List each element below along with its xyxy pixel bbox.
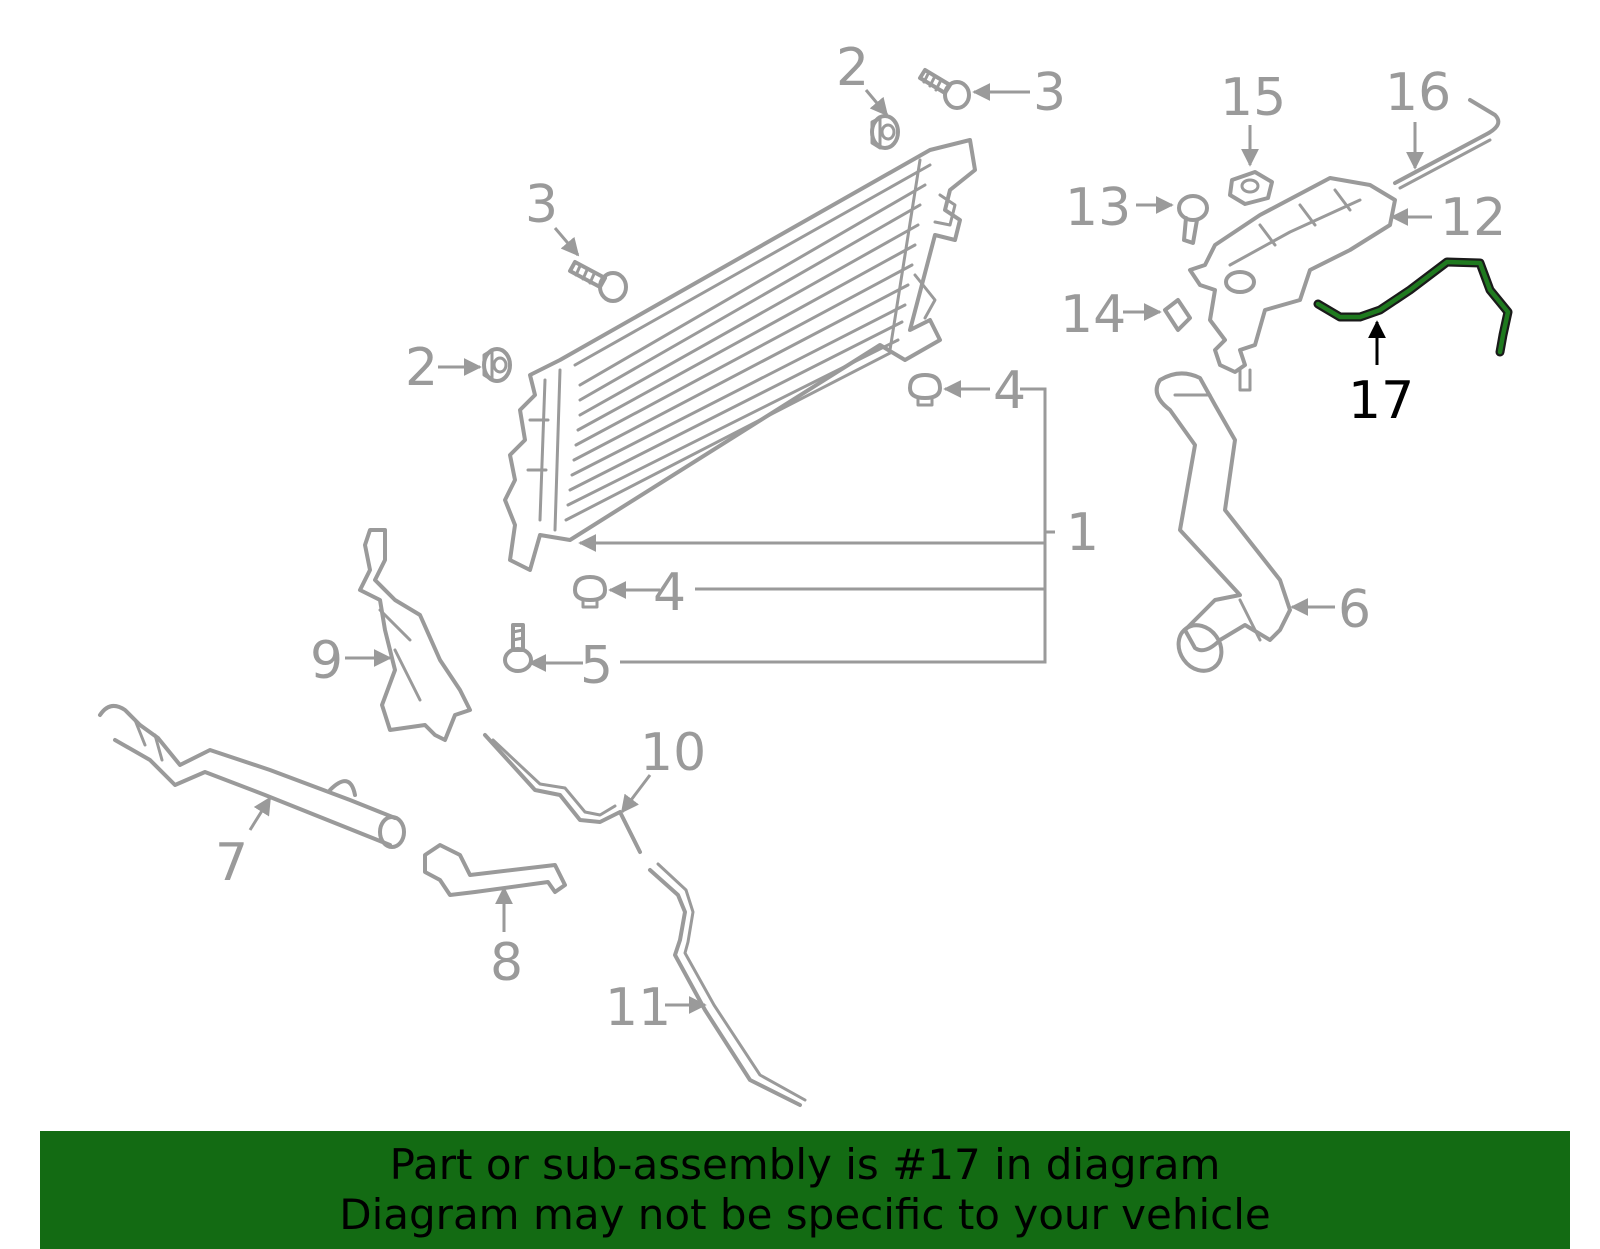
callout-4-upper: 4: [993, 361, 1026, 421]
bracket-part-9: [358, 528, 472, 742]
callout-2-upper: 2: [836, 38, 869, 98]
callout-17: 17: [1348, 371, 1414, 431]
bolt-part-5: [503, 623, 533, 673]
hose-part-17-highlighted: [1313, 257, 1513, 357]
callout-14: 14: [1060, 285, 1126, 345]
hose-part-8: [423, 843, 567, 897]
nut-part-2-left: [482, 347, 512, 383]
callout-2-left: 2: [405, 338, 438, 398]
callout-5: 5: [580, 636, 613, 696]
callout-7: 7: [215, 833, 248, 893]
callout-16: 16: [1385, 63, 1451, 123]
callout-12: 12: [1440, 188, 1506, 248]
callout-11: 11: [605, 978, 671, 1038]
tube-part-11: [648, 862, 807, 1107]
grommet-part-4-lower: [573, 575, 607, 609]
callout-1: 1: [1066, 503, 1099, 563]
reservoir-part-12: [1188, 176, 1397, 392]
clip-part-14: [1163, 298, 1192, 332]
hose-part-6: [1154, 371, 1292, 673]
callout-9: 9: [310, 631, 343, 691]
callout-labels: 2 3 3 2 4 1 4 5 6 9 10 7 8 11 15 16 13 1…: [215, 38, 1506, 1038]
callout-6: 6: [1338, 580, 1371, 640]
grommet-part-4-upper: [908, 373, 942, 407]
callout-15: 15: [1220, 68, 1286, 128]
callout-8: 8: [490, 933, 523, 993]
cap-part-15: [1228, 170, 1274, 206]
bolt-part-3-left: [568, 260, 628, 303]
info-banner: Part or sub-assembly is #17 in diagram D…: [40, 1131, 1570, 1249]
banner-line-1: Part or sub-assembly is #17 in diagram: [389, 1140, 1221, 1189]
bolt-part-13: [1177, 194, 1209, 245]
callout-13: 13: [1065, 178, 1131, 238]
callout-10: 10: [640, 723, 706, 783]
nut-part-2-upper: [870, 114, 900, 150]
callout-3-left: 3: [525, 175, 558, 235]
tube-part-16: [1393, 98, 1501, 190]
radiator-part-1: [503, 138, 977, 572]
bolt-part-3-upper: [918, 68, 971, 110]
banner-line-2: Diagram may not be specific to your vehi…: [339, 1190, 1271, 1239]
hose-part-7: [98, 704, 406, 849]
callout-4-lower: 4: [653, 563, 686, 623]
tube-part-10: [483, 733, 642, 854]
leader-lines: [248, 83, 1432, 1014]
callout-3-upper: 3: [1033, 63, 1066, 123]
